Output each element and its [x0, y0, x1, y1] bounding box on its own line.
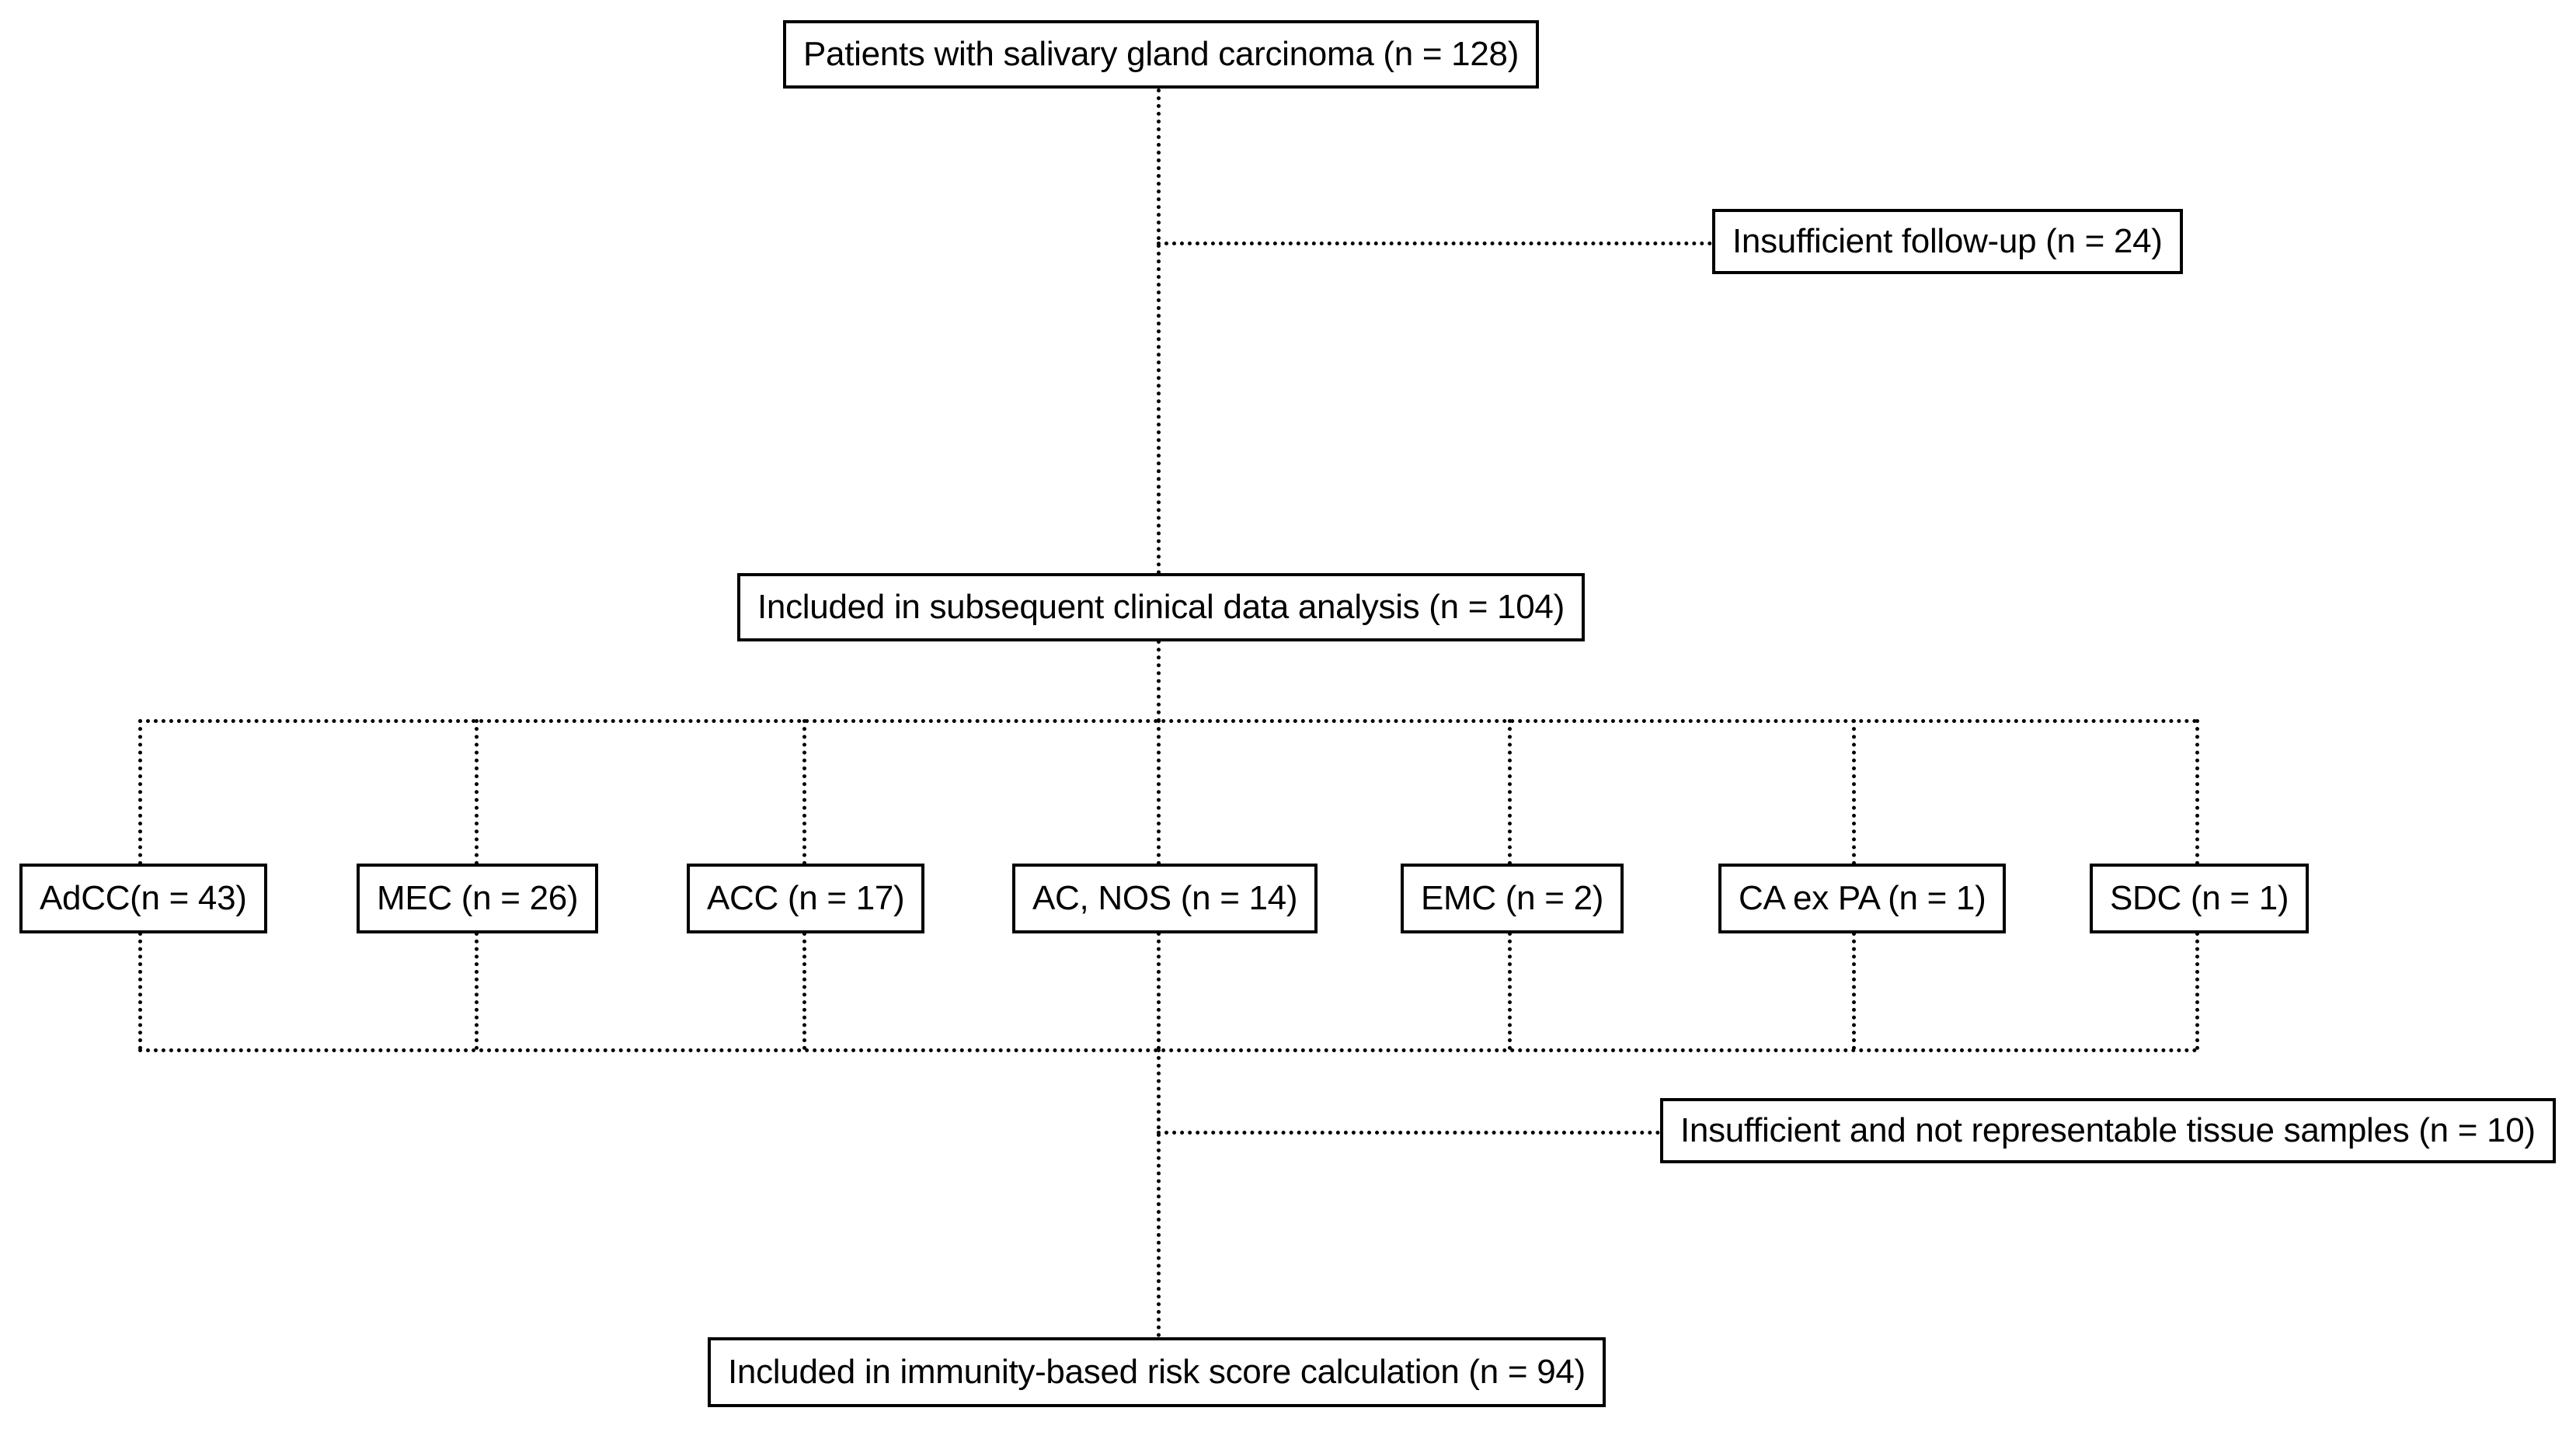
node-subtype-adcc[interactable]: AdCC(n = 43) — [19, 864, 267, 933]
node-excluded-followup[interactable]: Insufficient follow-up (n = 24) — [1712, 209, 2183, 274]
node-included-risk-score[interactable]: Included in immunity-based risk score ca… — [708, 1337, 1606, 1407]
node-subtype-emc-label: EMC (n = 2) — [1421, 878, 1604, 917]
node-excluded-followup-label: Insufficient follow-up (n = 24) — [1732, 221, 2163, 260]
connector-excluded-followup — [1157, 242, 1712, 245]
node-subtype-sdc-label: SDC (n = 1) — [2110, 878, 2289, 917]
subtype-drop-top-6 — [1852, 719, 1856, 865]
node-subtype-mec[interactable]: MEC (n = 26) — [357, 864, 599, 933]
subtype-drop-top-7 — [2195, 719, 2199, 865]
node-subtype-ca-ex-pa[interactable]: CA ex PA (n = 1) — [1718, 864, 2007, 933]
node-subtype-emc[interactable]: EMC (n = 2) — [1401, 864, 1624, 933]
node-subtype-acc-label: ACC (n = 17) — [707, 878, 905, 917]
node-subtype-sdc[interactable]: SDC (n = 1) — [2090, 864, 2310, 933]
connector-included-to-bracket — [1157, 640, 1161, 722]
node-cohort[interactable]: Patients with salivary gland carcinoma (… — [783, 20, 1540, 89]
subtype-drop-bottom-3 — [802, 932, 806, 1050]
connector-excluded-tissue — [1157, 1131, 1660, 1135]
node-subtype-ac-nos-label: AC, NOS (n = 14) — [1032, 878, 1298, 917]
node-included-clinical-label: Included in subsequent clinical data ana… — [757, 587, 1565, 626]
node-subtype-ac-nos[interactable]: AC, NOS (n = 14) — [1012, 864, 1318, 933]
subtype-drop-bottom-1 — [138, 932, 142, 1050]
subtype-drop-bottom-7 — [2195, 932, 2199, 1050]
node-cohort-label: Patients with salivary gland carcinoma (… — [803, 34, 1519, 73]
node-subtype-acc[interactable]: ACC (n = 17) — [687, 864, 925, 933]
subtype-drop-top-5 — [1508, 719, 1512, 865]
node-subtype-adcc-label: AdCC(n = 43) — [40, 878, 247, 917]
subtype-drop-bottom-4 — [1157, 932, 1161, 1050]
node-subtype-ca-ex-pa-label: CA ex PA (n = 1) — [1739, 878, 1986, 917]
connector-bracket-to-final — [1157, 1048, 1161, 1337]
node-excluded-tissue[interactable]: Insufficient and not representable tissu… — [1660, 1098, 2556, 1163]
subtype-drop-bottom-6 — [1852, 932, 1856, 1050]
subtype-drop-top-2 — [475, 719, 479, 865]
subtype-drop-bottom-5 — [1508, 932, 1512, 1050]
subtype-bracket-top — [138, 719, 2198, 723]
node-subtype-mec-label: MEC (n = 26) — [377, 878, 579, 917]
subtype-bracket-bottom — [138, 1048, 2198, 1052]
node-excluded-tissue-label: Insufficient and not representable tissu… — [1680, 1110, 2536, 1149]
node-included-risk-score-label: Included in immunity-based risk score ca… — [728, 1352, 1586, 1391]
subtype-drop-top-3 — [802, 719, 806, 865]
node-included-clinical[interactable]: Included in subsequent clinical data ana… — [737, 573, 1585, 641]
connector-cohort-to-included — [1157, 89, 1161, 575]
subtype-drop-top-4 — [1157, 719, 1161, 865]
subtype-drop-top-1 — [138, 719, 142, 865]
subtype-drop-bottom-2 — [475, 932, 479, 1050]
